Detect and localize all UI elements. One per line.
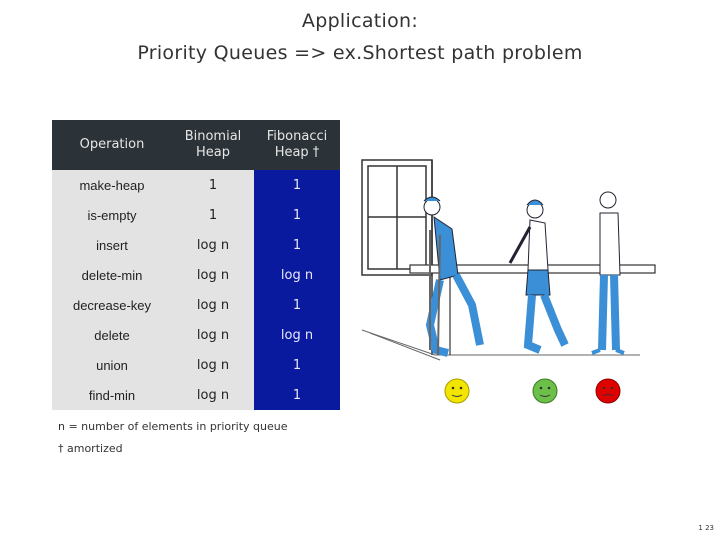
- page-number: 1 23: [698, 524, 714, 532]
- cell-fibonacci: 1: [254, 200, 340, 230]
- cell-operation: decrease-key: [52, 290, 172, 320]
- yellow-face-icon: [444, 378, 470, 404]
- cell-fibonacci: 1: [254, 290, 340, 320]
- cell-operation: insert: [52, 230, 172, 260]
- patient-walking: [508, 199, 569, 354]
- green-face-icon: [532, 378, 558, 404]
- header-binomial: Binomial Heap: [172, 120, 254, 170]
- cell-operation: make-heap: [52, 170, 172, 200]
- patient-standing: [591, 191, 625, 355]
- cell-binomial: log n: [172, 320, 254, 350]
- table-row: insert log n 1: [52, 230, 340, 260]
- title-line-1: Application:: [301, 10, 419, 32]
- table-row: decrease-key log n 1: [52, 290, 340, 320]
- cell-fibonacci: 1: [254, 380, 340, 410]
- table-header-row: Operation Binomial Heap Fibonacci Heap †: [52, 120, 340, 170]
- cell-operation: is-empty: [52, 200, 172, 230]
- note-n-definition: n = number of elements in priority queue: [58, 420, 288, 433]
- patient-with-crutches: [423, 196, 484, 357]
- table-row: delete log n log n: [52, 320, 340, 350]
- cell-binomial: 1: [172, 170, 254, 200]
- complexity-table: Operation Binomial Heap Fibonacci Heap †…: [52, 120, 340, 410]
- cell-fibonacci: 1: [254, 350, 340, 380]
- cell-operation: delete-min: [52, 260, 172, 290]
- cell-fibonacci: 1: [254, 230, 340, 260]
- table-row: delete-min log n log n: [52, 260, 340, 290]
- cell-binomial: log n: [172, 230, 254, 260]
- table-row: union log n 1: [52, 350, 340, 380]
- cell-fibonacci: 1: [254, 170, 340, 200]
- cell-operation: union: [52, 350, 172, 380]
- cell-operation: delete: [52, 320, 172, 350]
- cell-binomial: 1: [172, 200, 254, 230]
- cell-binomial: log n: [172, 290, 254, 320]
- title-line-2: Priority Queues => ex.Shortest path prob…: [137, 42, 583, 64]
- header-fibonacci: Fibonacci Heap †: [254, 120, 340, 170]
- floor: [361, 329, 640, 361]
- table-row: find-min log n 1: [52, 380, 340, 410]
- cell-operation: find-min: [52, 380, 172, 410]
- cell-fibonacci: log n: [254, 320, 340, 350]
- patients-illustration: [361, 159, 656, 404]
- window-frame: [361, 159, 433, 355]
- cell-binomial: log n: [172, 380, 254, 410]
- red-face-icon: [595, 378, 621, 404]
- cell-binomial: log n: [172, 350, 254, 380]
- cell-fibonacci: log n: [254, 260, 340, 290]
- note-amortized: † amortized: [58, 442, 123, 455]
- header-operation: Operation: [52, 120, 172, 170]
- table-row: make-heap 1 1: [52, 170, 340, 200]
- table-row: is-empty 1 1: [52, 200, 340, 230]
- cell-binomial: log n: [172, 260, 254, 290]
